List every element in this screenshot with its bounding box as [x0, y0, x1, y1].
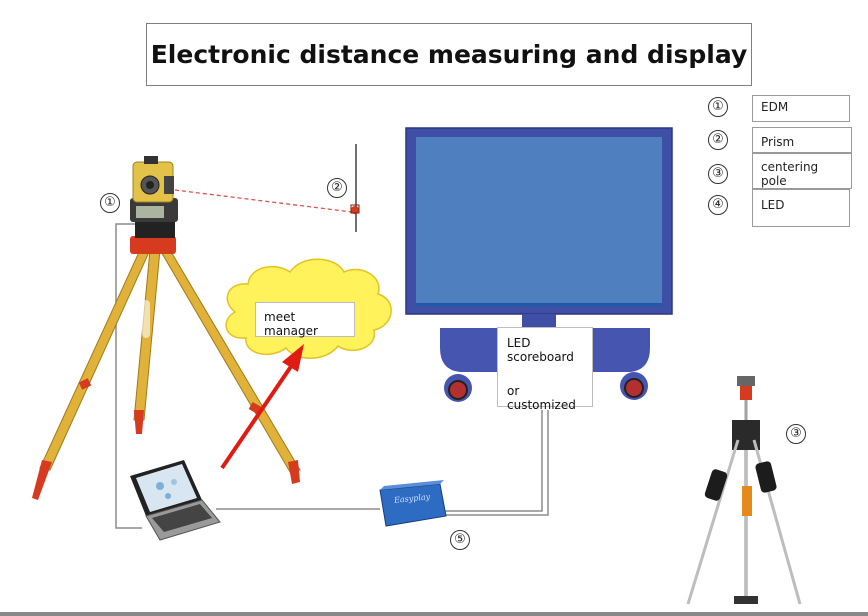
scoreboard-label: LED scoreboard or customized: [497, 327, 593, 412]
controller-box: [379, 480, 447, 527]
led-monitor: [405, 127, 673, 402]
laser-beam: [174, 189, 353, 213]
red-arrow: [220, 344, 304, 470]
edm-tripod: [32, 236, 301, 500]
edm-instrument: [130, 156, 178, 238]
legend-label-prism: Prism: [752, 127, 852, 153]
legend-number-1: ①: [708, 97, 728, 117]
laptop: [130, 460, 221, 541]
legend-number-3: ③: [708, 164, 728, 184]
cable-controller-scoreboard-2: [440, 410, 549, 516]
cable-edm-laptop: [115, 223, 150, 529]
legend-label-edm: EDM: [752, 95, 850, 122]
scoreboard-label-line1: LED scoreboard: [507, 336, 574, 364]
callout-pole: ③: [786, 424, 806, 444]
cable-controller-scoreboard: [440, 410, 543, 512]
bottom-border: [0, 612, 868, 616]
cloud-label-meet-manager: meet manager: [255, 302, 355, 338]
scoreboard-label-line2: or customized: [507, 384, 576, 412]
diagram-title: Electronic distance measuring and displa…: [146, 23, 752, 86]
centering-pole-tripod: [686, 376, 802, 605]
callout-controller: ⑤: [450, 530, 470, 550]
callout-prism: ②: [327, 178, 347, 198]
prism-pole: [350, 144, 360, 232]
legend-number-4: ④: [708, 195, 728, 215]
legend-label-led: LED: [752, 189, 850, 227]
legend-label-centering-pole: centering pole: [752, 153, 852, 189]
legend-number-2: ②: [708, 130, 728, 150]
callout-edm: ①: [100, 193, 120, 213]
